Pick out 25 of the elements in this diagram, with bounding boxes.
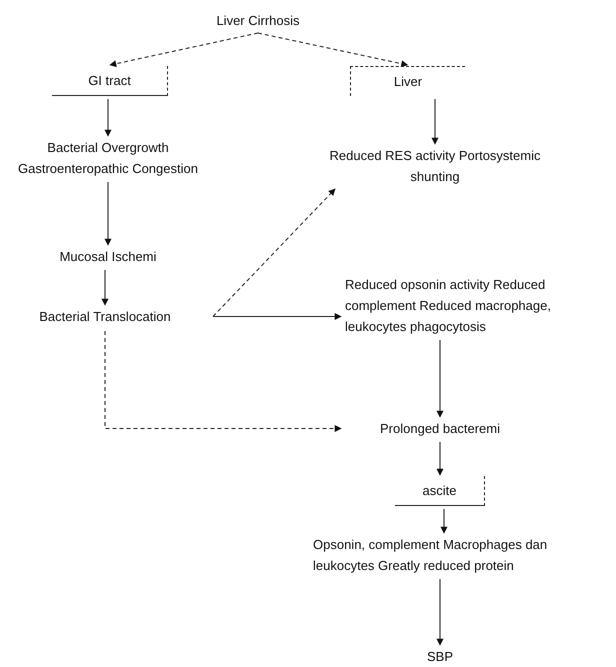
label-box: GI tract [52, 66, 168, 96]
label-box: Liver [350, 66, 465, 96]
node-text: Bacterial Translocation [5, 306, 205, 327]
arrow [102, 270, 108, 306]
arrow [436, 578, 444, 646]
node-text: Bacterial Overgrowth Gastroenteropathic Congestion [10, 137, 206, 179]
node-text: Opsonin, complement Macrophages dan leukocytes Greatly reduced protein [313, 534, 575, 576]
arrow [440, 508, 448, 534]
arrow [212, 188, 336, 317]
node-text: Liver Cirrhosis [200, 10, 316, 31]
node-text: Prolonged bacteremi [345, 418, 535, 439]
arrow [258, 32, 408, 68]
label-box: ascite [395, 476, 485, 506]
arrow [432, 98, 438, 145]
arrow [104, 330, 342, 432]
arrow [109, 32, 258, 68]
arrow [104, 98, 112, 137]
node-text: Reduced opsonin activity Reduced complement Reduced macrophage, leukocytes phagocytosis [345, 274, 613, 337]
node-text: Reduced RES activity Portosystemic shunting [325, 145, 545, 187]
arrow [212, 313, 342, 320]
arrow [436, 340, 444, 418]
arrow [436, 442, 444, 476]
node-text: Mucosal Ischemi [20, 246, 196, 267]
node-text: SBP [400, 646, 480, 667]
arrow [104, 182, 112, 246]
